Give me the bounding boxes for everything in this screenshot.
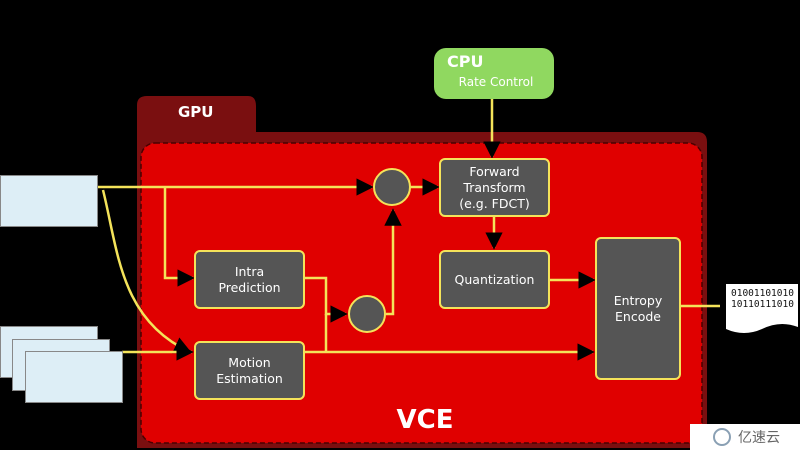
forward-transform-block: Forward Transform (e.g. FDCT): [439, 158, 550, 217]
intra-prediction-line1: Intra: [234, 263, 265, 279]
cpu-box: [434, 48, 554, 99]
entropy-encode-line1: Entropy: [613, 292, 663, 308]
reference-frame: [25, 351, 123, 403]
entropy-encode-line2: Encode: [615, 308, 661, 324]
bitstream-paper: [726, 284, 798, 333]
cpu-title: CPU: [447, 52, 484, 71]
motion-estimation-line1: Motion: [228, 354, 271, 370]
motion-estimation-line2: Estimation: [216, 370, 283, 386]
watermark-text: 亿速云: [738, 430, 780, 446]
forward-transform-line1: Forward: [469, 163, 520, 179]
merge-node: [348, 295, 386, 333]
entropy-encode-block: Entropy Encode: [595, 237, 681, 380]
watermark-logo-icon: [713, 428, 731, 446]
bitstream-line2: 10110111010: [731, 299, 794, 310]
summation-node: [373, 168, 411, 206]
quantization-block: Quantization: [439, 250, 550, 309]
watermark-box: [690, 424, 800, 450]
quantization-label: Quantization: [454, 271, 535, 287]
forward-transform-line2: Transform: [463, 179, 526, 195]
cpu-subtitle: Rate Control: [458, 75, 534, 89]
intra-prediction-line2: Prediction: [218, 279, 281, 295]
bitstream-line1: 01001101010: [731, 288, 794, 299]
intra-prediction-block: Intra Prediction: [194, 250, 305, 309]
bitstream-text: 01001101010 10110111010: [731, 288, 794, 310]
input-frame: [0, 175, 98, 227]
gpu-label: GPU: [178, 103, 214, 121]
motion-estimation-block: Motion Estimation: [194, 341, 305, 400]
vce-label: VCE: [396, 405, 454, 435]
forward-transform-line3: (e.g. FDCT): [459, 195, 530, 211]
